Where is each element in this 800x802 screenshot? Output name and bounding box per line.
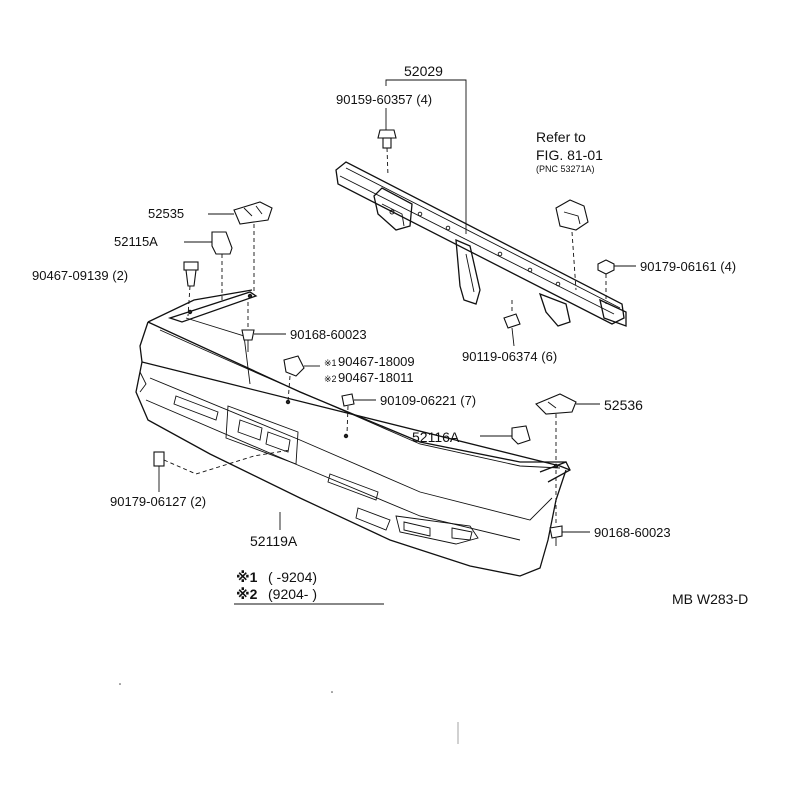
screw-90168-bottom [549, 525, 563, 546]
label-90179-06161: 90179-06161 (4) [640, 259, 736, 274]
part-labels: 52029 90159-60357 (4) Refer to FIG. 81-0… [32, 63, 736, 549]
label-52119a: 52119A [250, 533, 298, 549]
label-note2-mark: ※2 [324, 374, 337, 384]
leader-lines [158, 79, 636, 533]
label-90159-60357: 90159-60357 (4) [336, 92, 432, 107]
legend-text-1: ( -9204) [268, 569, 317, 585]
nut-90179-06161 [597, 259, 615, 275]
label-fig-81-01: FIG. 81-01 [536, 147, 603, 163]
spacer-52116A [511, 425, 531, 445]
screw-90168-top [241, 329, 255, 352]
clip-90467-09139 [183, 261, 199, 287]
spacer-52115A [211, 231, 233, 255]
label-note1-mark: ※1 [324, 358, 337, 368]
label-52536: 52536 [604, 397, 643, 413]
label-52116a: 52116A [412, 429, 460, 445]
label-90467-18009: 90467-18009 [338, 354, 415, 369]
bolt-90159 [377, 129, 397, 149]
refer-part-53271A [555, 199, 589, 231]
legend-text-2: (9204- ) [268, 586, 317, 602]
legend-mark-1: ※1 [236, 569, 258, 585]
bumper-cover [135, 289, 571, 577]
label-90467-09139: 90467-09139 (2) [32, 268, 128, 283]
label-refer-to: Refer to [536, 129, 586, 145]
retainer-52536 [535, 393, 577, 415]
label-52029: 52029 [404, 63, 443, 79]
diagram-code: MB W283-D [672, 591, 748, 607]
label-90168-60023-top: 90168-60023 [290, 327, 367, 342]
label-52115a: 52115A [114, 234, 158, 249]
label-90119-06374: 90119-06374 (6) [462, 349, 557, 364]
retainer-52535 [233, 201, 273, 225]
legend-mark-2: ※2 [236, 586, 258, 602]
label-90179-06127: 90179-06127 (2) [110, 494, 206, 509]
legend: ※1 ( -9204) ※2 (9204- ) [234, 569, 384, 605]
bolt-90119 [503, 313, 521, 329]
label-90467-18011: 90467-18011 [338, 370, 414, 385]
label-52535: 52535 [148, 206, 184, 221]
label-pnc-53271a: (PNC 53271A) [536, 164, 595, 174]
screw-90109 [341, 393, 355, 407]
label-90168-60023-bottom: 90168-60023 [594, 525, 671, 540]
nut-90179-06127 [153, 451, 165, 467]
clip-90467-18009 [283, 355, 305, 377]
bumper-reinforcement [335, 161, 627, 327]
label-90109-06221: 90109-06221 (7) [380, 393, 476, 408]
